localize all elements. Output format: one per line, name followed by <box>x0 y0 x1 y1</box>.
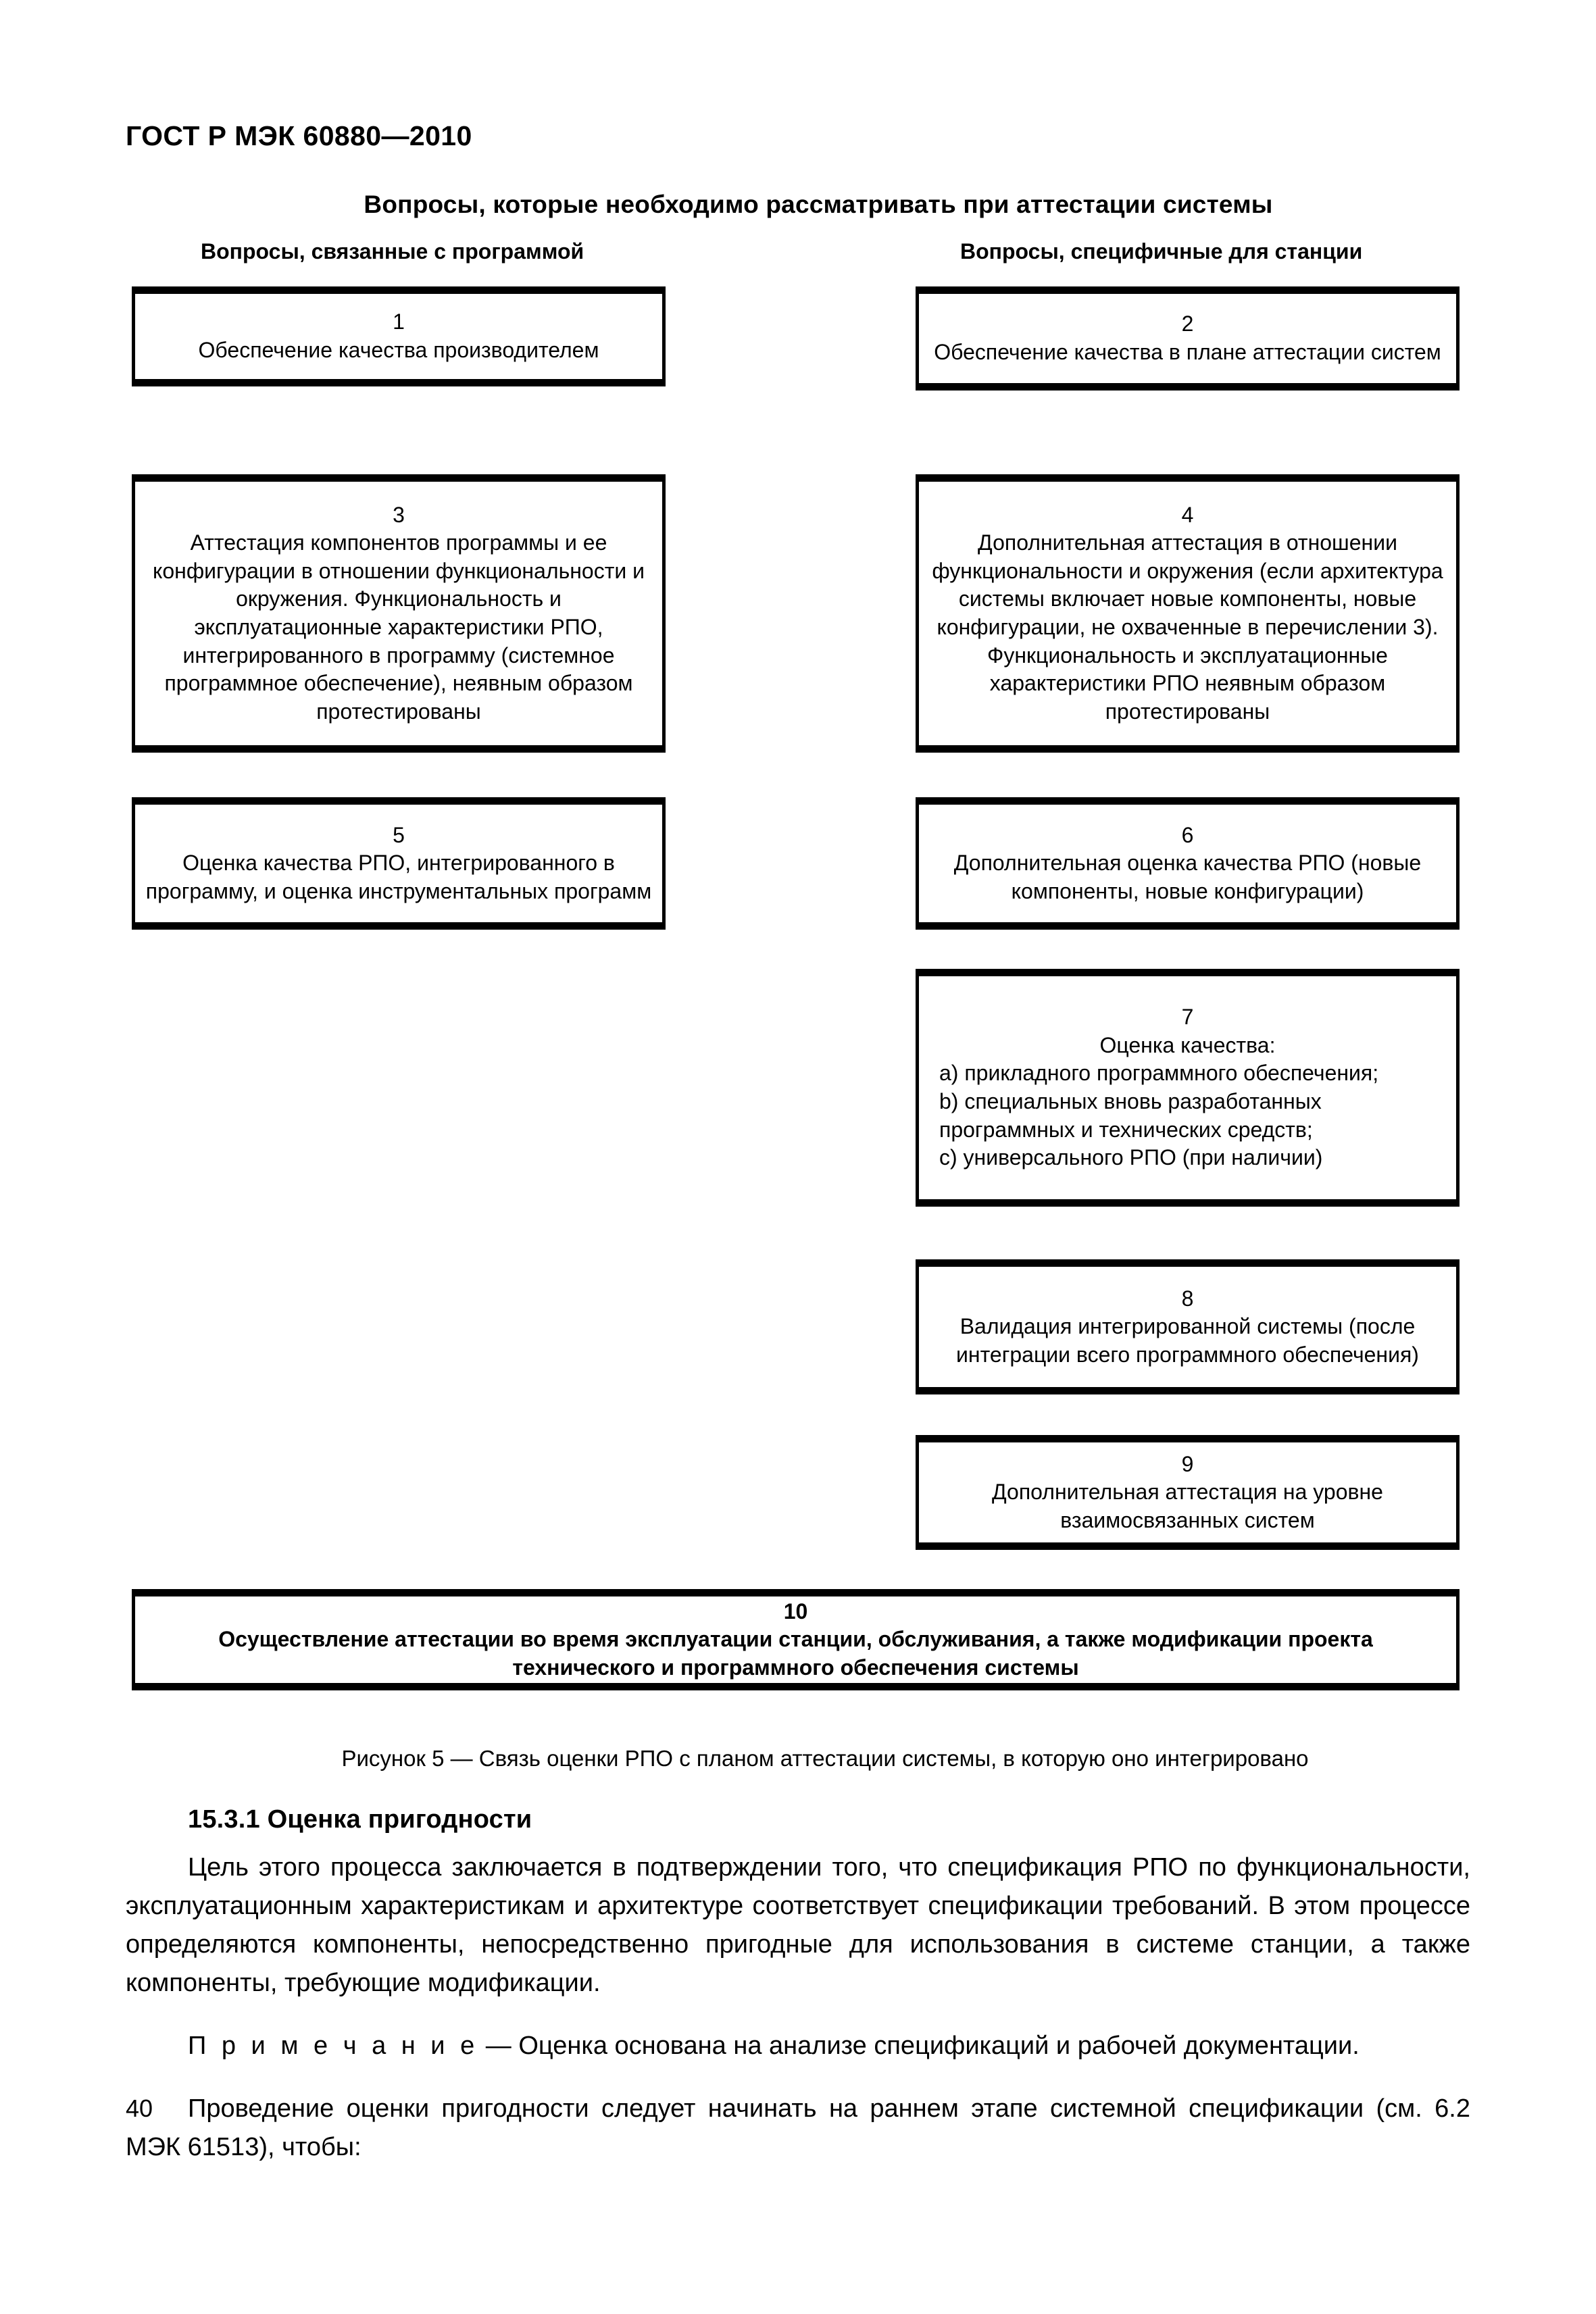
flow-box-5-text: Оценка качества РПО, интегрированного в … <box>145 851 652 903</box>
flow-box-2: 2 Обеспечение качества в плане аттестаци… <box>916 286 1460 391</box>
flow-box-2-text: Обеспечение качества в плане аттестации … <box>934 340 1441 364</box>
flow-box-9-text: Дополнительная аттестация на уровне взаи… <box>992 1480 1383 1532</box>
flow-box-9: 9 Дополнительная аттестация на уровне вз… <box>916 1435 1460 1550</box>
note-label: П р и м е ч а н и е <box>188 2032 479 2060</box>
flow-box-5-number: 5 <box>393 822 405 847</box>
column-heading-right: Вопросы, специфичные для станции <box>960 239 1363 263</box>
flow-box-1-text: Обеспечение качества производителем <box>198 338 599 362</box>
flow-box-3-number: 3 <box>393 502 405 527</box>
flow-box-9-number: 9 <box>1181 1451 1194 1476</box>
figure-column-headings: Вопросы, связанные с программой Вопросы,… <box>0 239 1596 273</box>
flow-box-7-list-item-b: b) специальных вновь разработанных прогр… <box>939 1089 1322 1142</box>
figure-5: Вопросы, которые необходимо рассматриват… <box>0 191 1596 1690</box>
flow-box-3-text: Аттестация компонентов программы и ее ко… <box>152 530 645 724</box>
flow-box-8-text: Валидация интегрированной системы (после… <box>956 1314 1419 1367</box>
body-paragraph-1: Цель этого процесса заключается в подтве… <box>126 1853 1470 1997</box>
figure-title: Вопросы, которые необходимо рассматриват… <box>364 191 1273 218</box>
flow-box-3: 3 Аттестация компонентов программы и ее … <box>132 474 666 753</box>
flow-box-6: 6 Дополнительная оценка качества РПО (но… <box>916 797 1460 930</box>
section-heading: 15.3.1 Оценка пригодности <box>188 1805 532 1834</box>
flow-box-7-list-item-c: c) универсального РПО (при наличии) <box>939 1145 1323 1170</box>
flow-box-4: 4 Дополнительная аттестация в отношении … <box>916 474 1460 753</box>
section-body: Цель этого процесса заключается в подтве… <box>126 1848 1470 2167</box>
flow-box-5: 5 Оценка качества РПО, интегрированного … <box>132 797 666 930</box>
body-paragraph-2: Проведение оценки пригодности следует на… <box>126 2094 1470 2161</box>
flow-box-7-list-item-a: a) прикладного программного обеспечения; <box>939 1061 1379 1086</box>
flow-box-4-number: 4 <box>1181 502 1194 527</box>
running-head: ГОСТ Р МЭК 60880—2010 <box>126 120 472 151</box>
flow-box-10-text: Осуществление аттестации во время эксплу… <box>218 1627 1373 1680</box>
flow-box-7: 7 Оценка качества: a) прикладного програ… <box>916 969 1460 1207</box>
flow-box-6-text: Дополнительная оценка качества РПО (новы… <box>953 851 1422 903</box>
flow-box-1: 1 Обеспечение качества производителем <box>132 286 666 386</box>
note-text: — Оценка основана на анализе спецификаци… <box>478 2032 1360 2060</box>
flow-box-7-text: Оценка качества: <box>1099 1032 1276 1057</box>
flow-box-1-number: 1 <box>393 309 405 334</box>
body-note: П р и м е ч а н и е — Оценка основана на… <box>126 2027 1470 2065</box>
flow-box-7-number: 7 <box>1181 1005 1194 1030</box>
column-heading-left: Вопросы, связанные с программой <box>201 239 584 263</box>
flow-box-6-number: 6 <box>1181 822 1194 847</box>
figure-caption: Рисунок 5 — Связь оценки РПО с планом ат… <box>341 1746 1309 1771</box>
figure-flow-diagram: 1 Обеспечение качества производителем 2 … <box>0 278 1596 1690</box>
flow-box-8: 8 Валидация интегрированной системы (пос… <box>916 1259 1460 1394</box>
flow-box-10-number: 10 <box>783 1599 808 1624</box>
flow-box-10: 10 Осуществление аттестации во время экс… <box>132 1589 1460 1690</box>
flow-box-8-number: 8 <box>1181 1286 1194 1311</box>
flow-box-2-number: 2 <box>1181 311 1194 336</box>
flow-box-4-text: Дополнительная аттестация в отношении фу… <box>932 530 1443 724</box>
page-number: 40 <box>126 2094 153 2122</box>
